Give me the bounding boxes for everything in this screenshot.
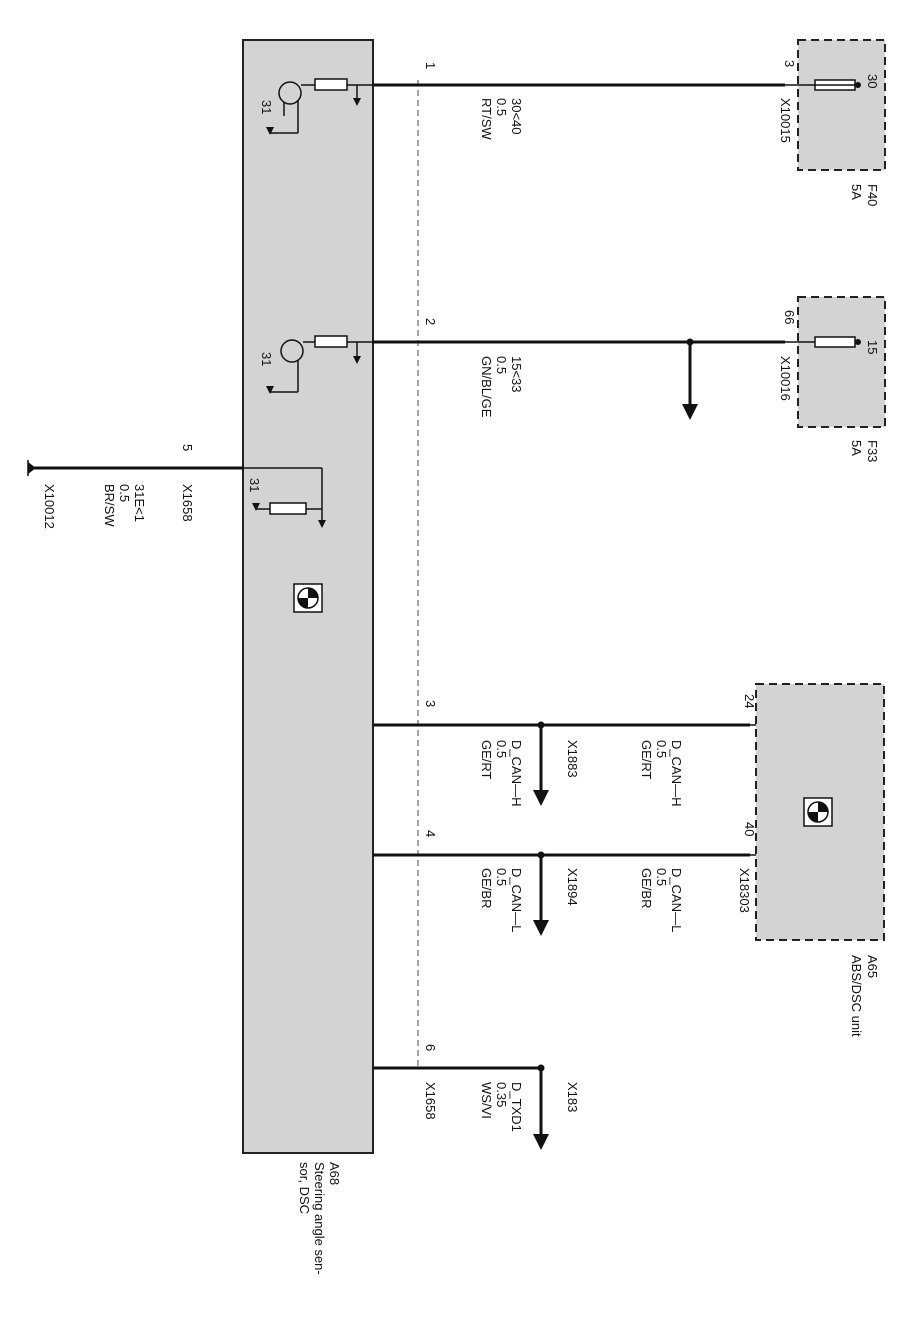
fuse-f40-pin: 3 [782,60,797,67]
wire-4-far-size: 0.5 [654,868,669,886]
wire-1-color: RT/SW [479,98,494,140]
ground-label-5: 31 [247,478,262,492]
wire-3-signal: D_CAN—H [509,740,524,806]
pin-2-label: 2 [423,318,438,325]
wire-pin-6-txd1[interactable]: 6 X1658 D_TXD1 0.35 WS/VI X183 [373,1044,580,1150]
splice-x1894: X1894 [565,868,580,906]
ground-point-id: X10012 [42,484,57,529]
wire-4-signal: D_CAN—L [509,868,524,932]
wire-1-signal: 30<40 [509,98,524,135]
pin-1-label: 1 [423,62,438,69]
fuse-f33-pin: 66 [782,310,797,324]
arrow-down-icon [682,404,698,420]
wire-pin-1[interactable]: 1 30<40 0.5 RT/SW [373,62,785,140]
abs-connector-x18303: X18303 [737,868,752,913]
fuse-icon [814,336,856,348]
wire-3-size: 0.5 [494,740,509,758]
wire-6-signal: D_TXD1 [509,1082,524,1132]
arrow-down-icon [533,920,549,936]
wire-6-size: 0.35 [494,1082,509,1107]
wire-4-size: 0.5 [494,868,509,886]
pin-6-label: 6 [423,1044,438,1051]
fuse-f33-id: F33 [865,440,880,462]
splice-x1883: X1883 [565,740,580,778]
ground-label-2: 31 [259,352,274,366]
fuse-f40-terminal: 30 [865,74,880,88]
pin-4-label: 4 [423,830,438,837]
resistor-icon [269,502,307,515]
abs-unit-name: ABS/DSC unit [849,955,864,1037]
transistor-icon [280,339,304,363]
sensor-name-line2: sor, DSC [297,1162,312,1214]
output-stage-2: 31 [259,335,373,394]
transistor-icon [278,81,302,105]
arrow-down-icon [318,520,326,528]
wire-pin-4-can-l[interactable]: 4 D_CAN—L 0.5 GE/BR X1894 D_CAN—L 0.5 GE… [373,822,757,936]
wire-6-connector: X1658 [423,1082,438,1120]
bmw-logo-icon [293,583,323,613]
wire-4-far-color: GE/BR [639,868,654,908]
fuse-f33-terminal: 15 [865,340,880,354]
wire-pin-3-can-h[interactable]: 3 D_CAN—H 0.5 GE/RT X1883 D_CAN—H 0.5 GE… [373,694,757,806]
wire-2-size: 0.5 [494,356,509,374]
ground-wire-signal: 31E<1 [132,484,147,522]
wire-3-color: GE/RT [479,740,494,780]
arrow-down-icon [353,356,361,364]
sensor-id-label: A68 [327,1162,342,1185]
fuse-f40-id: F40 [865,184,880,206]
output-stage-1: 31 [259,78,373,135]
wire-6-color: WS/VI [479,1082,494,1119]
wire-4-far-signal: D_CAN—L [669,868,684,932]
wire-3-far-size: 0.5 [654,740,669,758]
fuse-f33-rating: 5A [849,440,864,456]
resistor-icon [314,335,348,348]
pin-3-label: 3 [423,700,438,707]
ground-stage-5: 31 [243,467,326,528]
ground-label-1: 31 [259,100,274,114]
fuse-f40: 30 3 X10015 F40 5A [778,39,886,206]
ground-wire-color: BR/SW [102,484,117,527]
ground-wire-connector: X1658 [180,484,195,522]
wire-2-color: GN/BL/GE [479,356,494,418]
pin-5-label: 5 [180,444,195,451]
sensor-name-line1: Steering angle sen- [312,1162,327,1275]
abs-dsc-unit-a65: A65 ABS/DSC unit [750,683,885,1037]
abs-unit-id: A65 [865,955,880,978]
fuse-f40-connector: X10015 [778,98,793,143]
wire-3-far-signal: D_CAN—H [669,740,684,806]
resistor-icon [314,78,348,91]
arrow-down-icon [533,1134,549,1150]
pin-40-label: 40 [742,822,757,836]
bmw-logo-icon [803,797,833,827]
wire-pin-5-ground[interactable]: 5 X1658 31E<1 0.5 BR/SW X10012 [27,444,243,529]
ground-icon [28,462,36,474]
pin-24-label: 24 [742,694,757,708]
wire-4-color: GE/BR [479,868,494,908]
splice-x183: X183 [565,1082,580,1112]
wire-pin-2[interactable]: 2 15<33 0.5 GN/BL/GE [373,318,785,420]
wire-2-signal: 15<33 [509,356,524,393]
wire-1-size: 0.5 [494,98,509,116]
arrow-down-icon [533,790,549,806]
arrow-down-icon [353,98,361,106]
fuse-f33: 15 66 X10016 F33 5A [778,296,886,462]
fuse-f33-connector: X10016 [778,356,793,401]
ground-wire-size: 0.5 [117,484,132,502]
fuse-f40-rating: 5A [849,184,864,200]
wire-3-far-color: GE/RT [639,740,654,780]
